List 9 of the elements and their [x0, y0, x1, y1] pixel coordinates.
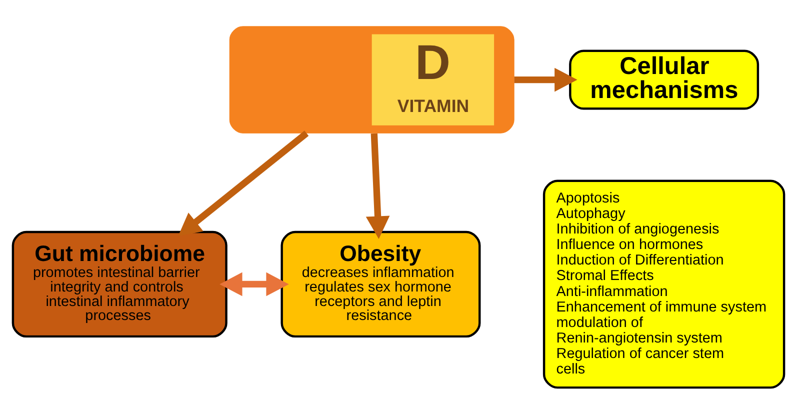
node-box: Gut microbiome promotes intestinal barrier integrity and controls intestinal inflammatory processes	[12, 230, 228, 338]
arrow	[220, 272, 289, 296]
arrow	[366, 132, 390, 238]
arrow	[514, 67, 578, 92]
node-box: Obesity decreases inflammation regulates sex hormone receptors and leptin resistance	[280, 230, 481, 338]
node-box: D VITAMIN	[229, 26, 514, 133]
node-box: Apoptosis Autophagy Inhibition of angiogenesis Influence on hormones Induction of Differentiation Stromal Effects Anti-inflammation Enhancement of immune system modulation of Renin-angiotensin system Regulation of cancer stem cells	[542, 179, 786, 388]
node-box: Cellular mechanisms	[569, 49, 760, 110]
arrow	[178, 130, 309, 236]
